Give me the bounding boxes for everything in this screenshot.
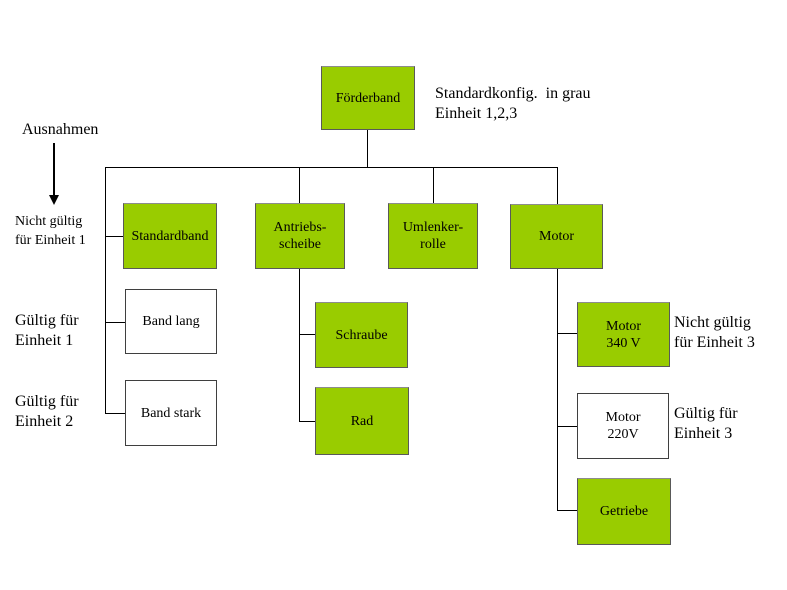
node-umlenkerrolle: Umlenker- rolle <box>388 203 478 269</box>
connector-antriebsscheibe-rail <box>299 269 300 421</box>
node-standardband: Standardband <box>123 203 217 269</box>
node-band-stark: Band stark <box>125 380 217 446</box>
annotation-nicht-gueltig-1: Nicht gültig für Einheit 1 <box>15 214 86 248</box>
node-rad: Rad <box>315 387 409 455</box>
node-motor-220v: Motor 220V <box>577 393 669 459</box>
connector-motor-rail <box>557 269 558 510</box>
annotation-gueltig-2: Gültig für Einheit 2 <box>15 393 79 430</box>
node-getriebe: Getriebe <box>577 478 671 545</box>
connector-antriebsscheibe-drop <box>299 167 300 203</box>
connector-stub-motor-340v <box>557 333 577 334</box>
connector-stub-rad <box>299 421 315 422</box>
connector-trunk-horizontal <box>105 167 558 168</box>
node-antriebsscheibe: Antriebs- scheibe <box>255 203 345 269</box>
exceptions-label: Ausnahmen <box>22 121 99 138</box>
connector-foerderband-drop <box>367 130 368 167</box>
arrow-down-icon <box>49 195 59 205</box>
connector-stub-band-stark <box>105 413 125 414</box>
connector-left-rail <box>105 167 106 414</box>
connector-stub-band-lang <box>105 322 125 323</box>
exceptions-arrow-shaft <box>53 143 55 195</box>
annotation-gueltig-3: Gültig für Einheit 3 <box>674 405 738 442</box>
node-foerderband: Förderband <box>321 66 415 130</box>
connector-stub-getriebe <box>557 510 577 511</box>
annotation-gueltig-1: Gültig für Einheit 1 <box>15 312 79 349</box>
node-band-lang: Band lang <box>125 289 217 354</box>
connector-stub-standardband <box>105 236 123 237</box>
connector-stub-motor-220v <box>557 426 577 427</box>
node-schraube: Schraube <box>315 302 408 368</box>
legend-note: Standardkonfig. in grau Einheit 1,2,3 <box>435 85 591 122</box>
node-motor: Motor <box>510 204 603 269</box>
node-motor-340v: Motor 340 V <box>577 302 670 367</box>
connector-stub-schraube <box>299 334 315 335</box>
annotation-nicht-gueltig-3: Nicht gültig für Einheit 3 <box>674 314 755 351</box>
connector-umlenkerrolle-drop <box>433 167 434 203</box>
connector-motor-drop <box>557 167 558 204</box>
